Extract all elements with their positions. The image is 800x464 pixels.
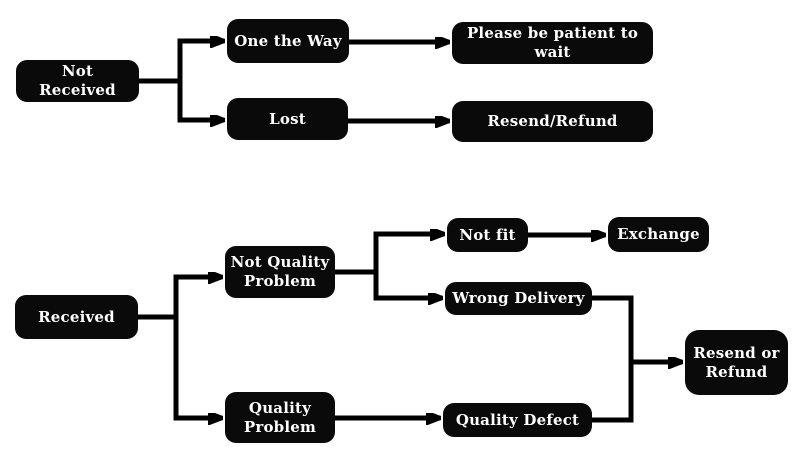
node-not-fit: Not fit: [447, 218, 528, 252]
node-one-the-way: One the Way: [227, 19, 349, 63]
node-quality-problem: Quality Problem: [225, 392, 335, 443]
node-received: Received: [15, 295, 138, 339]
node-resend-refund: Resend/Refund: [452, 101, 653, 142]
node-not-quality-problem: Not Quality Problem: [225, 246, 335, 298]
node-lost: Lost: [227, 98, 348, 140]
node-quality-defect: Quality Defect: [443, 403, 592, 437]
node-please-be-patient: Please be patient to wait: [452, 22, 653, 64]
edge-received-stem: [135, 274, 179, 421]
node-resend-or-refund: Resend or Refund: [685, 330, 788, 395]
edge-not-quality-stem: [332, 231, 379, 301]
node-not-received: Not Received: [16, 60, 139, 102]
node-wrong-delivery: Wrong Delivery: [445, 282, 592, 315]
edge-not-received-stem: [136, 38, 183, 123]
node-exchange: Exchange: [608, 217, 709, 252]
edge-merge-connector: [589, 295, 634, 423]
